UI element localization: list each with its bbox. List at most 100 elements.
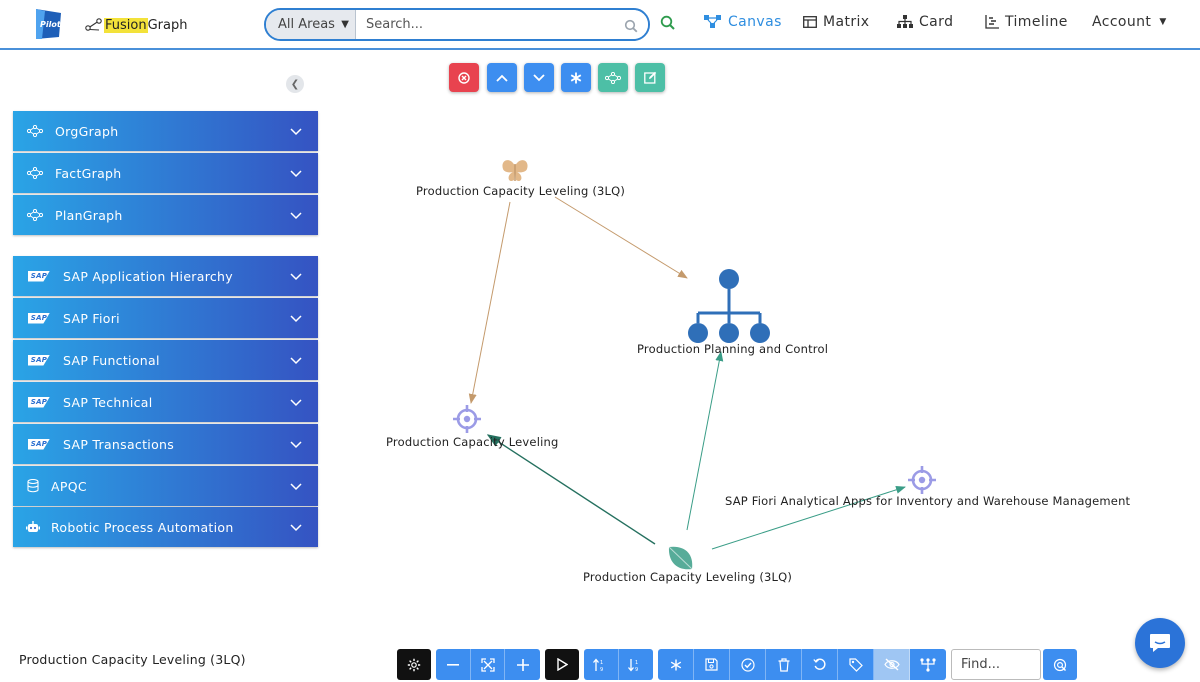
- area-select[interactable]: All Areas ▼: [266, 10, 356, 39]
- zoom-controls: [436, 649, 540, 680]
- hide-button[interactable]: [874, 649, 910, 680]
- save-button[interactable]: [694, 649, 730, 680]
- card-icon: [897, 15, 913, 28]
- butterfly-icon[interactable]: [500, 158, 530, 186]
- sidebar-item-orggraph[interactable]: OrgGraph: [13, 111, 318, 151]
- chevron-down-icon: [290, 208, 302, 223]
- gear-icon: [407, 658, 421, 671]
- chevron-up-icon: [496, 74, 508, 82]
- expand-down-button[interactable]: [524, 63, 554, 92]
- sap-icon: SAP: [28, 354, 50, 366]
- sidebar-item-sap-functional[interactable]: SAP SAP Functional: [13, 340, 318, 380]
- sidebar-item-sap-technical[interactable]: SAP SAP Technical: [13, 382, 318, 422]
- area-select-value: All Areas: [278, 17, 335, 32]
- nav-account[interactable]: Account ▼: [1092, 14, 1167, 30]
- edge: [686, 351, 724, 531]
- undo-button[interactable]: [802, 649, 838, 680]
- sidebar-item-sap-application-hierarchy[interactable]: SAP SAP Application Hierarchy: [13, 256, 318, 296]
- svg-text:9: 9: [635, 667, 638, 672]
- sidebar-item-robotic-process-automation[interactable]: Robotic Process Automation: [13, 507, 318, 547]
- zoom-in-button[interactable]: [505, 649, 540, 680]
- svg-text:1: 1: [600, 660, 603, 666]
- nav-canvas-label: Canvas: [728, 14, 782, 30]
- sidebar-item-label: APQC: [51, 478, 87, 494]
- collapse-sidebar-button[interactable]: ❮: [286, 75, 304, 93]
- sidebar-item-plangraph[interactable]: PlanGraph: [13, 195, 318, 235]
- chat-button[interactable]: [1135, 618, 1185, 668]
- graph-icon: [27, 207, 43, 223]
- tag-icon: [848, 657, 863, 672]
- nav-card[interactable]: Card: [897, 14, 953, 30]
- tree-layout-button[interactable]: [910, 649, 946, 680]
- chevron-left-icon: ❮: [290, 78, 300, 90]
- graph-icon: [27, 165, 43, 181]
- eye-slash-icon: [883, 658, 900, 671]
- expand-all-button[interactable]: [561, 63, 591, 92]
- chevron-down-icon: [533, 73, 545, 81]
- sidebar-item-sap-transactions[interactable]: SAP SAP Transactions: [13, 424, 318, 464]
- confirm-button[interactable]: [730, 649, 766, 680]
- tag-button[interactable]: [838, 649, 874, 680]
- search-input[interactable]: [356, 10, 648, 39]
- hierarchy-icon[interactable]: [688, 268, 770, 346]
- chevron-down-icon: [290, 479, 302, 494]
- sidebar-item-label: SAP Fiori: [63, 310, 120, 326]
- sidebar-item-apqc[interactable]: APQC: [13, 466, 318, 506]
- crosshair-icon[interactable]: [908, 466, 936, 494]
- node-label[interactable]: Production Capacity Leveling: [386, 435, 559, 449]
- sidebar-item-sap-fiori[interactable]: SAP SAP Fiori: [13, 298, 318, 338]
- zoom-out-button[interactable]: [436, 649, 471, 680]
- nav-matrix-label: Matrix: [823, 14, 870, 30]
- fit-screen-icon: [480, 657, 495, 672]
- nav-canvas[interactable]: Canvas: [704, 14, 782, 30]
- chevron-down-icon: [290, 437, 302, 452]
- sidebar-item-label: FactGraph: [55, 165, 122, 181]
- clear-canvas-button[interactable]: [449, 63, 479, 92]
- expand-all-button[interactable]: [658, 649, 694, 680]
- caret-down-icon: ▼: [341, 19, 349, 30]
- close-circle-icon: [458, 71, 470, 84]
- delete-button[interactable]: [766, 649, 802, 680]
- find-button[interactable]: [1043, 649, 1077, 680]
- database-icon: [25, 478, 41, 494]
- timeline-icon: [985, 15, 999, 29]
- crosshair-icon[interactable]: [453, 405, 481, 433]
- sidebar-item-label: SAP Technical: [63, 394, 153, 410]
- edit-button[interactable]: [635, 63, 665, 92]
- trash-icon: [778, 657, 789, 672]
- node-label[interactable]: Production Planning and Control: [637, 342, 829, 356]
- fit-screen-button[interactable]: [471, 649, 506, 680]
- play-button[interactable]: [545, 649, 579, 680]
- nav-timeline[interactable]: Timeline: [985, 14, 1068, 30]
- node-label[interactable]: Production Capacity Leveling (3LQ): [583, 570, 793, 584]
- chevron-down-icon: [290, 269, 302, 284]
- pilot-logo[interactable]: Pilot: [33, 7, 65, 41]
- chevron-down-icon: [290, 353, 302, 368]
- chevron-down-icon: [290, 166, 302, 181]
- svg-text:1: 1: [635, 660, 638, 666]
- node-label[interactable]: SAP Fiori Analytical Apps for Inventory …: [725, 494, 1131, 508]
- asterisk-icon: [570, 72, 582, 83]
- settings-button[interactable]: [397, 649, 431, 680]
- nav-matrix[interactable]: Matrix: [803, 14, 869, 30]
- nav-card-label: Card: [919, 14, 954, 30]
- node-label[interactable]: Production Capacity Leveling (3LQ): [416, 184, 626, 198]
- find-input[interactable]: [951, 649, 1041, 680]
- check-circle-icon: [740, 657, 755, 672]
- minus-icon: [446, 663, 459, 666]
- sidebar-item-factgraph[interactable]: FactGraph: [13, 153, 318, 193]
- graph-edges: [468, 196, 906, 550]
- expand-up-button[interactable]: [487, 63, 517, 92]
- canvas-icon: [704, 15, 721, 28]
- edge: [554, 196, 688, 279]
- graph-layout-button[interactable]: [598, 63, 628, 92]
- search-icon[interactable]: [624, 18, 638, 37]
- graph-canvas[interactable]: Production Capacity Leveling (3LQ) Produ…: [330, 100, 1190, 620]
- leaf-icon[interactable]: [666, 543, 696, 573]
- sidebar-item-label: Robotic Process Automation: [51, 519, 234, 535]
- search-submit-icon[interactable]: [660, 15, 676, 35]
